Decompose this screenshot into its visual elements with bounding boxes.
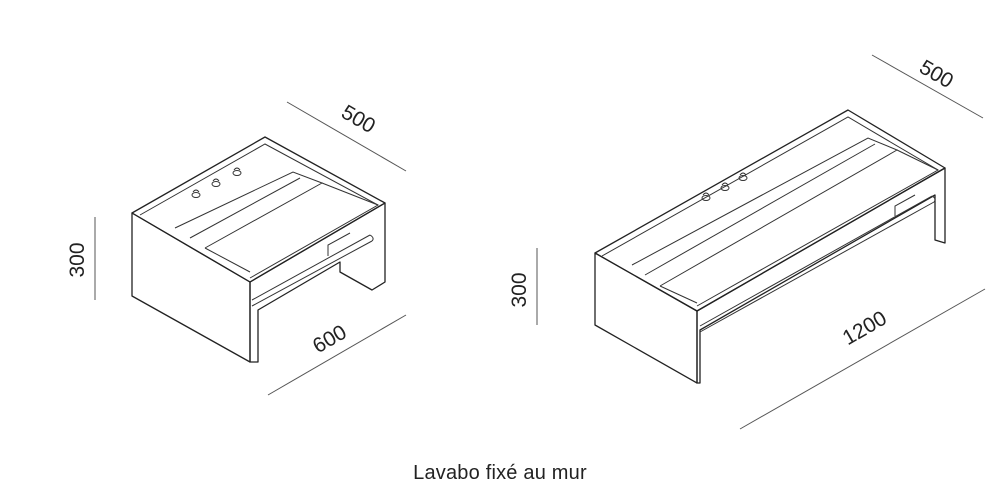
large-sink-dimensions: 500 300 1200 [508,54,986,430]
small-height-label: 300 [66,242,89,277]
small-sink-side-panel [249,202,386,363]
large-depth-label: 500 [915,56,957,93]
small-sink-dimensions: 500 300 600 [66,101,407,396]
large-sink-top [594,109,946,312]
large-sink-side-panel [696,167,946,384]
caption: Lavabo fixé au mur [413,462,587,484]
small-sink-front-panel [131,212,251,363]
large-sink-front-panel [594,252,698,384]
large-sink-taps [701,172,748,201]
small-depth-label: 500 [337,101,379,138]
large-height-label: 300 [508,272,531,307]
small-width-dimension-line [267,314,407,396]
large-width-dimension-line [739,288,986,430]
small-sink-taps [191,167,242,198]
small-sink-drawing [131,136,386,363]
small-sink-top [131,136,386,283]
large-depth-dimension-line [871,54,984,119]
small-width-label: 600 [309,321,351,358]
large-width-label: 1200 [839,307,891,350]
small-depth-dimension-line [286,101,407,172]
large-sink-drawing [594,109,946,384]
